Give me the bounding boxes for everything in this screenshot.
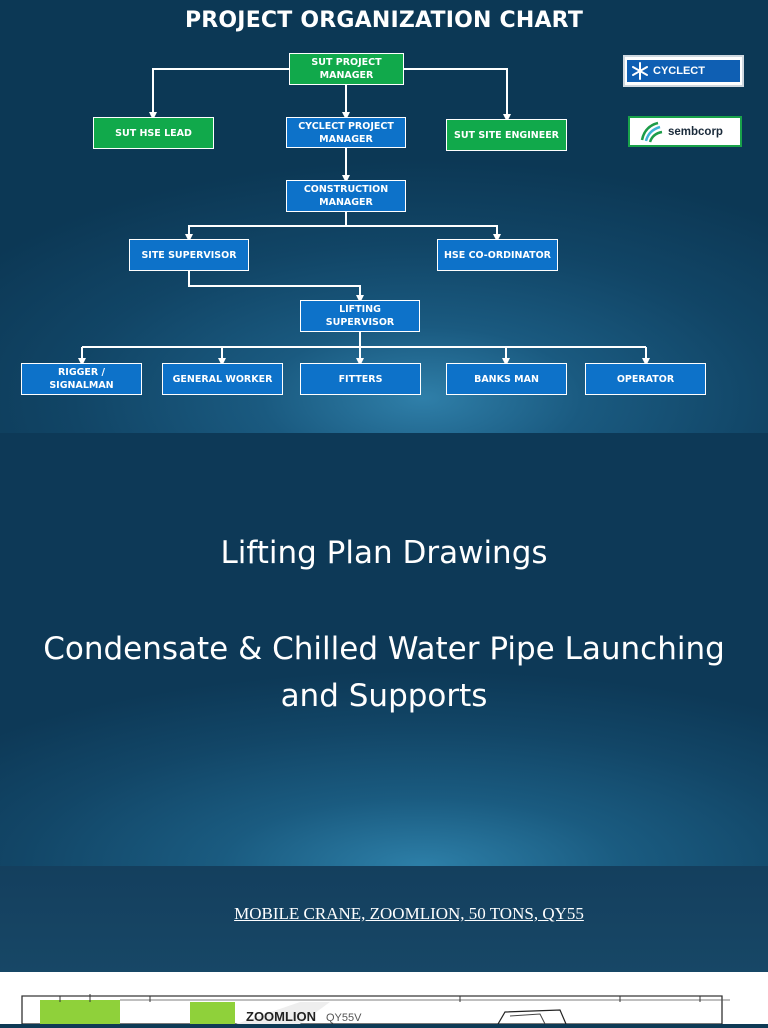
crane-drawing-slide: ZOOMLION QY55V bbox=[0, 972, 768, 1025]
connector-construction-site bbox=[185, 225, 346, 242]
node-fitters: FITTERS bbox=[300, 363, 421, 395]
node-cyclect-project-manager: CYCLECT PROJECT MANAGER bbox=[286, 117, 406, 148]
connector-pm-hse bbox=[149, 68, 289, 120]
crane-model-label: QY55V bbox=[326, 1012, 362, 1024]
node-general-worker: GENERAL WORKER bbox=[162, 363, 283, 395]
slide-heading: Lifting Plan Drawings bbox=[220, 535, 548, 571]
node-rigger-signalman: RIGGER / SIGNALMAN bbox=[21, 363, 142, 395]
sembcorp-wave-icon bbox=[640, 121, 663, 142]
crane-caption-slide: MOBILE CRANE, ZOOMLION, 50 TONS, QY55 bbox=[0, 866, 768, 972]
cyclect-logo: CYCLECT bbox=[623, 55, 744, 87]
org-chart-slide: PROJECT ORGANIZATION CHART bbox=[0, 0, 768, 433]
crane-caption: MOBILE CRANE, ZOOMLION, 50 TONS, QY55 bbox=[234, 904, 584, 923]
slide-subheading: Condensate & Chilled Water Pipe Launchin… bbox=[43, 631, 725, 714]
node-operator: OPERATOR bbox=[585, 363, 706, 395]
node-banks-man: BANKS MAN bbox=[446, 363, 567, 395]
node-construction-manager: CONSTRUCTION MANAGER bbox=[286, 180, 406, 212]
sembcorp-logo: sembcorp bbox=[628, 116, 742, 147]
node-site-supervisor: SITE SUPERVISOR bbox=[129, 239, 249, 271]
snowflake-icon bbox=[632, 62, 648, 80]
connector-construction-hse bbox=[346, 225, 501, 242]
crane-brand-label: ZOOMLION bbox=[246, 1009, 316, 1024]
connector-site-lifting bbox=[188, 271, 364, 303]
cyclect-logo-name: CYCLECT bbox=[653, 65, 705, 77]
node-sut-project-manager: SUT PROJECT MANAGER bbox=[289, 53, 404, 85]
connector-pm-engineer bbox=[404, 68, 511, 122]
sembcorp-logo-name: sembcorp bbox=[668, 125, 723, 138]
node-sut-site-engineer: SUT SITE ENGINEER bbox=[446, 119, 567, 151]
node-lifting-supervisor: LIFTING SUPERVISOR bbox=[300, 300, 420, 332]
node-sut-hse-lead: SUT HSE LEAD bbox=[93, 117, 214, 149]
crane-illustration: ZOOMLION QY55V bbox=[21, 994, 730, 1025]
lifting-plan-title-slide: Lifting Plan Drawings Condensate & Chill… bbox=[0, 433, 768, 866]
chart-title: PROJECT ORGANIZATION CHART bbox=[184, 8, 584, 33]
node-hse-coordinator: HSE CO-ORDINATOR bbox=[437, 239, 558, 271]
connector-lines bbox=[78, 68, 650, 366]
